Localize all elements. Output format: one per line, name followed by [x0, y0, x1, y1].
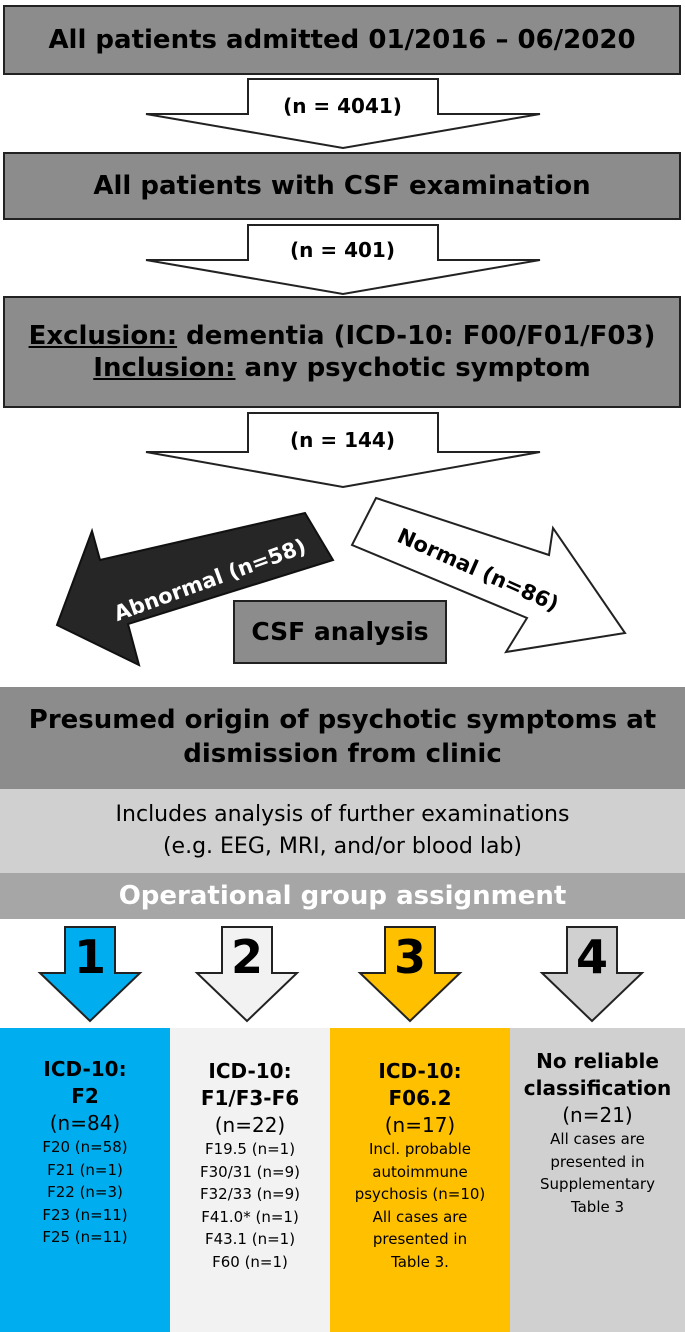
- origin-title-band: Presumed origin of psychotic symptoms at…: [0, 687, 685, 789]
- group-3-line: presented in: [372, 1230, 468, 1248]
- count-144: (n = 144): [290, 428, 395, 452]
- group-3-line: psychosis (n=10): [354, 1185, 486, 1203]
- count-401: (n = 401): [290, 238, 395, 262]
- group-4-line: Supplementary: [540, 1175, 655, 1193]
- group-4-heading-2: classification: [523, 1076, 672, 1100]
- group-1-count: (n=84): [49, 1111, 121, 1135]
- group-2-line: F43.1 (n=1): [204, 1230, 296, 1248]
- group-4-line: All cases are: [550, 1130, 645, 1148]
- assignment-text: Operational group assignment: [118, 881, 567, 911]
- group-arrow-2: [194, 926, 300, 1023]
- group-column-4: No reliable classification (n=21) All ca…: [510, 1028, 685, 1332]
- group-4-line: Table 3: [570, 1197, 625, 1216]
- group-2-line: F60 (n=1): [212, 1252, 288, 1271]
- group-2-line: F19.5 (n=1): [204, 1140, 296, 1158]
- box-csf-examination: All patients with CSF examination: [3, 152, 681, 220]
- group-number-3: 3: [393, 930, 426, 984]
- includes-line1: Includes analysis of further examination…: [115, 802, 570, 828]
- count-4041: (n = 4041): [283, 94, 402, 118]
- origin-title-line2: dismission from clinic: [183, 739, 502, 769]
- group-3-line: Table 3.: [391, 1252, 449, 1271]
- exclusion-line: Exclusion: dementia (ICD-10: F00/F01/F03…: [29, 320, 656, 353]
- group-2-line: F41.0* (n=1): [201, 1207, 299, 1226]
- group-arrow-4: [539, 926, 645, 1023]
- group-number-4: 4: [575, 930, 608, 984]
- group-arrow-3: [357, 926, 463, 1023]
- group-1-line: F23 (n=11): [42, 1205, 128, 1224]
- group-3-line: autoimmune: [372, 1162, 468, 1181]
- group-2-count: (n=22): [214, 1113, 286, 1137]
- abnormal-arrow-shape: [55, 496, 627, 667]
- group-1-line: F20 (n=58): [42, 1138, 128, 1156]
- inclusion-line: Inclusion: any psychotic symptom: [93, 352, 590, 385]
- group-column-1: ICD-10: F2 (n=84) F20 (n=58) F21 (n=1) F…: [0, 1028, 170, 1332]
- group-number-1: 1: [73, 930, 106, 984]
- group-3-heading-2: F06.2: [388, 1086, 452, 1110]
- group-3-count: (n=17): [384, 1113, 456, 1137]
- group-4-count: (n=21): [562, 1103, 633, 1127]
- box-csf-examination-text: All patients with CSF examination: [93, 170, 591, 201]
- box-all-patients-text: All patients admitted 01/2016 – 06/2020: [48, 24, 636, 55]
- group-3-line: All cases are: [372, 1207, 468, 1226]
- group-1-line: F25 (n=11): [42, 1228, 128, 1246]
- group-4-line: presented in: [550, 1152, 645, 1171]
- includes-band: Includes analysis of further examination…: [0, 789, 685, 873]
- box-all-patients: All patients admitted 01/2016 – 06/2020: [3, 5, 681, 75]
- down-arrow-1: [145, 78, 541, 150]
- origin-title-line1: Presumed origin of psychotic symptoms at: [28, 705, 657, 736]
- down-arrow-2: [145, 224, 541, 296]
- exclusion-label: Exclusion:: [28, 320, 178, 351]
- group-1-line: F22 (n=3): [47, 1183, 123, 1201]
- group-3-line: Incl. probable: [368, 1140, 472, 1158]
- group-1-heading-1: ICD-10:: [43, 1057, 127, 1081]
- includes-line2: (e.g. EEG, MRI, and/or blood lab): [162, 834, 523, 859]
- group-4-heading-1: No reliable: [536, 1049, 659, 1073]
- group-column-2: ICD-10: F1/F3-F6 (n=22) F19.5 (n=1) F30/…: [170, 1028, 330, 1332]
- group-2-line: F30/31 (n=9): [200, 1162, 300, 1181]
- group-2-line: F32/33 (n=9): [200, 1185, 300, 1203]
- exclusion-text: dementia (ICD-10: F00/F01/F03): [177, 320, 656, 351]
- group-arrow-1: [37, 926, 143, 1023]
- group-2-heading-1: ICD-10:: [208, 1059, 292, 1083]
- assignment-band: Operational group assignment: [0, 873, 685, 919]
- group-2-heading-2: F1/F3-F6: [200, 1086, 300, 1110]
- group-1-heading-2: F2: [71, 1084, 99, 1108]
- down-arrow-3: [145, 412, 541, 489]
- box-inclusion-exclusion: Exclusion: dementia (ICD-10: F00/F01/F03…: [3, 296, 681, 408]
- group-number-2: 2: [230, 930, 263, 984]
- group-1-line: F21 (n=1): [47, 1160, 123, 1179]
- group-column-3: ICD-10: F06.2 (n=17) Incl. probable auto…: [330, 1028, 510, 1332]
- inclusion-text: any psychotic symptom: [235, 353, 591, 383]
- csf-analysis-text: CSF analysis: [251, 617, 429, 647]
- csf-analysis-box: CSF analysis: [233, 600, 447, 664]
- inclusion-label: Inclusion:: [93, 353, 236, 383]
- group-3-heading-1: ICD-10:: [378, 1059, 462, 1083]
